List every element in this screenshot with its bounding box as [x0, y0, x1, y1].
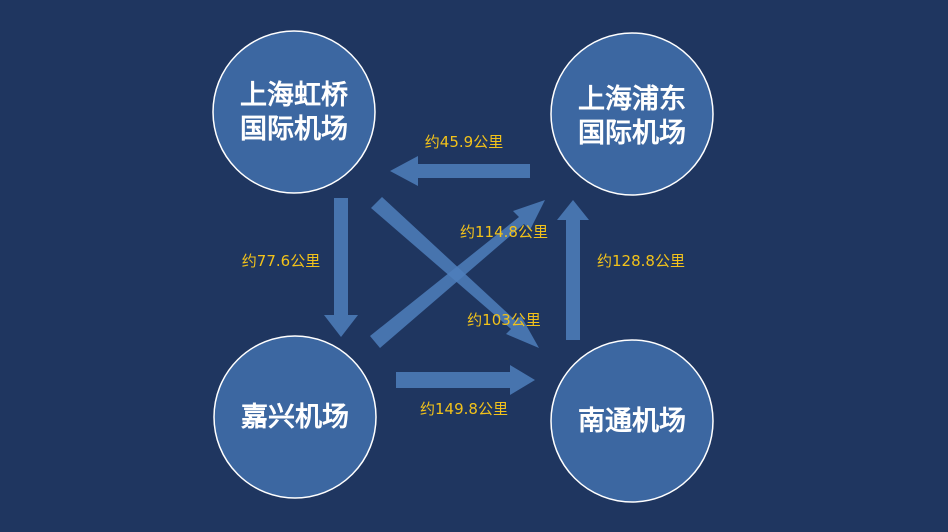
distance-label-pudong-hongqiao: 约45.9公里 [425, 133, 503, 151]
node-circle-jiaxing [213, 335, 377, 499]
node-label-pudong-line1: 上海浦东 [578, 83, 686, 115]
distance-label-hongqiao-nantong: 约103公里 [467, 311, 541, 329]
distance-label-hongqiao-jiaxing: 约77.6公里 [242, 252, 320, 270]
distance-labels-layer: 约45.9公里 约77.6公里 约114.8公里 约103公里 约128.8公里… [242, 133, 685, 418]
node-label-pudong-line2: 国际机场 [578, 118, 686, 149]
node-hongqiao: 上海虹桥 国际机场 [212, 30, 376, 194]
node-jiaxing: 嘉兴机场 [213, 335, 377, 499]
node-nantong: 南通机场 [550, 339, 714, 503]
node-label-jiaxing: 嘉兴机场 [241, 402, 349, 433]
arrows-layer [324, 156, 589, 395]
node-pudong: 上海浦东 国际机场 [550, 32, 714, 196]
node-label-hongqiao-line1: 上海虹桥 [240, 80, 348, 111]
node-circle-pudong [550, 32, 714, 196]
arrow-jiaxing-to-nantong [396, 365, 535, 395]
node-label-nantong: 南通机场 [578, 406, 686, 437]
distance-label-nantong-pudong: 约128.8公里 [597, 252, 685, 270]
arrow-nantong-to-pudong [557, 200, 589, 340]
node-circle-nantong [550, 339, 714, 503]
distance-label-jiaxing-nantong: 约149.8公里 [420, 400, 508, 418]
node-circle-hongqiao [212, 30, 376, 194]
distance-label-jiaxing-pudong: 约114.8公里 [460, 223, 548, 241]
arrow-hongqiao-to-jiaxing [324, 198, 358, 337]
node-label-hongqiao-line2: 国际机场 [240, 114, 348, 145]
arrow-pudong-to-hongqiao [390, 156, 530, 186]
arrow-hongqiao-to-nantong [371, 197, 539, 348]
